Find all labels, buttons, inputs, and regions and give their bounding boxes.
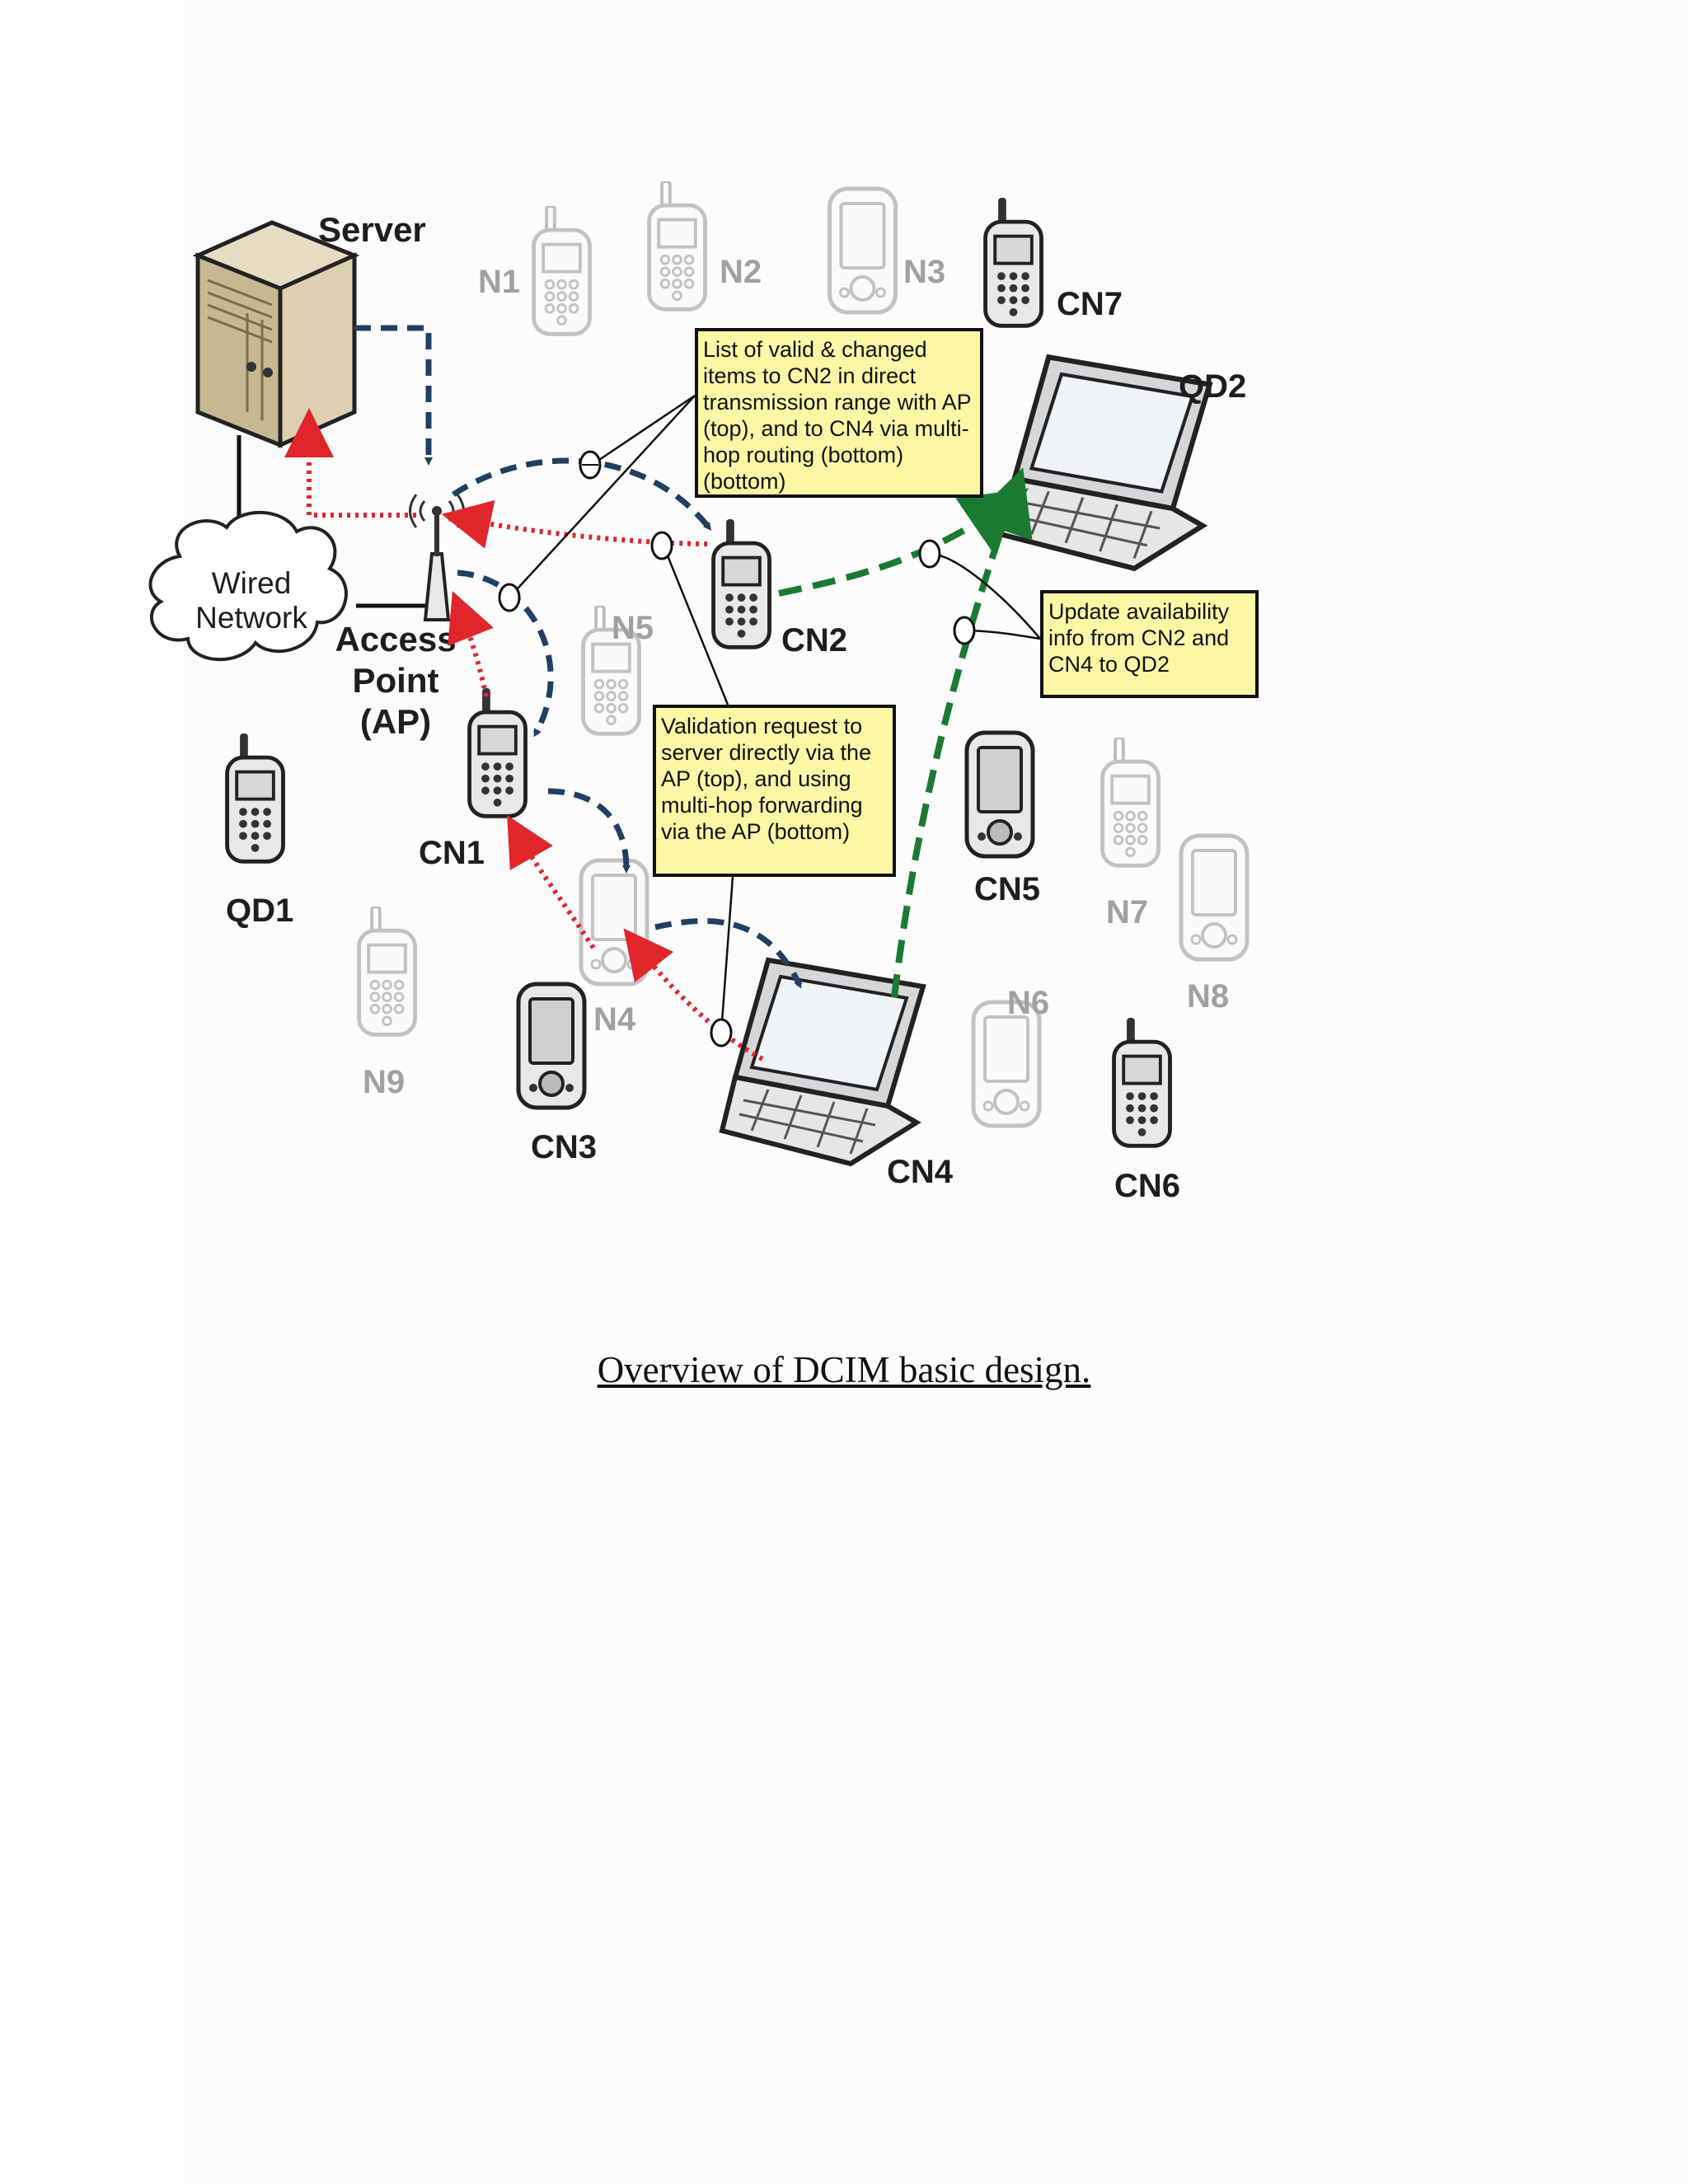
ap-label-line2: Point (353, 661, 439, 700)
cn7-phone-icon (986, 198, 1042, 326)
green-dashed-arrows (778, 467, 1033, 998)
n2-label: N2 (720, 254, 762, 290)
server-label: Server (318, 210, 426, 249)
qd1-label: QD1 (226, 893, 293, 929)
n4-pda-icon (581, 860, 647, 984)
n2-phone-icon (649, 181, 706, 309)
n1-label: N1 (478, 264, 520, 300)
red-dotted-arrows (284, 408, 764, 1062)
callout-circles (498, 450, 976, 1047)
n9-label: N9 (363, 1064, 405, 1100)
n5-label: N5 (612, 610, 654, 646)
note-update-availability: Update availability info from CN2 and CN… (1040, 590, 1259, 698)
cn3-pda-icon (518, 984, 584, 1108)
n8-label: N8 (1187, 978, 1229, 1015)
n9-phone-icon (359, 907, 415, 1034)
cn7-label: CN7 (1057, 286, 1123, 322)
cn1-phone-icon (470, 688, 526, 816)
n3-pda-icon (830, 189, 896, 312)
cn6-label: CN6 (1114, 1168, 1180, 1204)
n1-phone-icon (534, 206, 590, 334)
figure-caption: Overview of DCIM basic design. (597, 1349, 1091, 1390)
note-validation-request: Validation request to server directly vi… (653, 705, 896, 877)
cn6-phone-icon (1114, 1018, 1170, 1146)
ap-label-line1: Access (335, 620, 456, 658)
wired-network-label-line1: Wired (212, 566, 292, 600)
n6-label: N6 (1007, 985, 1049, 1021)
n4-label: N4 (593, 1001, 636, 1038)
cn1-label: CN1 (419, 835, 485, 871)
n7-phone-icon (1103, 738, 1159, 865)
dcim-diagram: Server Wired Network Access Point (AP) (148, 0, 1688, 1204)
qd2-label: QD2 (1179, 368, 1246, 405)
wired-network-cloud (148, 510, 348, 661)
wired-network-label-line2: Network (195, 601, 307, 635)
cn5-pda-icon (967, 733, 1033, 856)
n3-label: N3 (903, 254, 945, 290)
cn2-label: CN2 (781, 622, 847, 658)
note-valid-changed-items: List of valid & changed items to CN2 in … (695, 328, 983, 498)
cn5-label: CN5 (974, 871, 1040, 907)
n8-pda-icon (1181, 836, 1247, 959)
ap-label-line3: (AP) (360, 702, 431, 741)
cn2-phone-icon (714, 519, 770, 647)
qd1-phone-icon (227, 733, 284, 861)
access-point-icon (409, 494, 465, 621)
cn4-label: CN4 (887, 1154, 954, 1190)
n7-label: N7 (1106, 894, 1148, 930)
cn3-label: CN3 (531, 1129, 597, 1165)
server-icon (192, 220, 360, 448)
